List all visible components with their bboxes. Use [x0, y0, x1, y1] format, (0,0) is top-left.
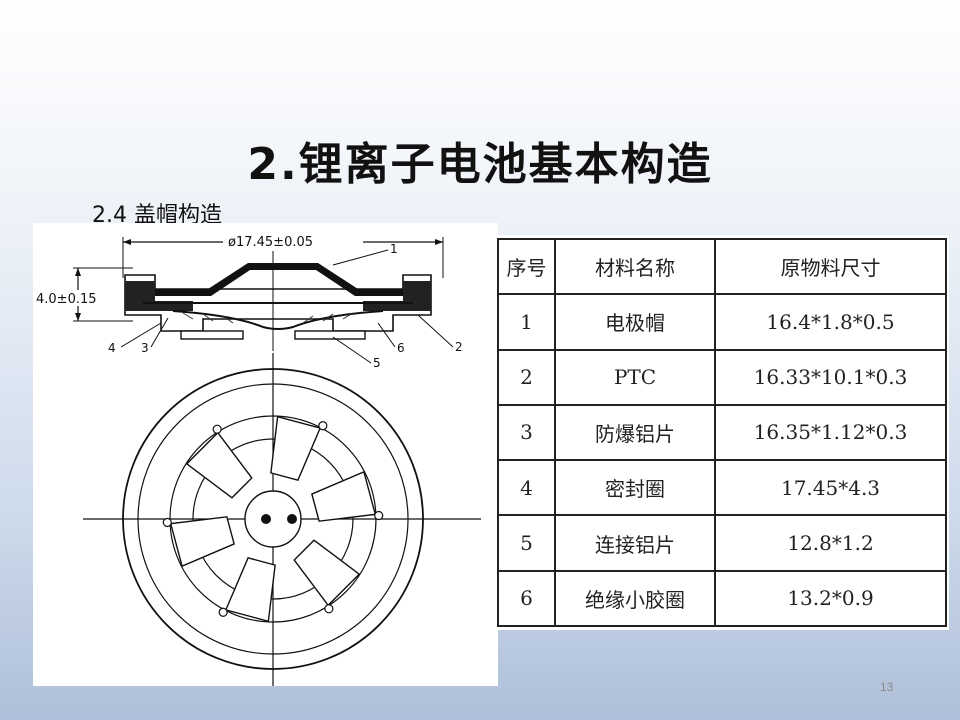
center-boss-circle	[244, 490, 302, 548]
table-row: 3 防爆铝片 16.35*1.12*0.3	[497, 403, 947, 462]
row-size: 17.45*4.3	[714, 459, 947, 517]
callout-5-leader	[332, 336, 372, 364]
header-material-name: 材料名称	[554, 237, 716, 296]
diameter-label: ø17.45±0.05	[228, 235, 313, 250]
vent-windows	[162, 415, 384, 623]
callout-6: 6	[397, 341, 405, 355]
callout-2: 2	[455, 340, 463, 354]
callout-4: 4	[108, 341, 116, 355]
connect-plate-right	[294, 330, 366, 340]
callout-6-leader	[377, 322, 396, 348]
height-arrow-bottom	[75, 313, 81, 321]
vent-hole-4	[218, 607, 228, 617]
connect-plate-left	[180, 330, 244, 340]
vent-window-2	[311, 470, 377, 522]
electrode-cap-profile	[155, 263, 403, 296]
row-size: 16.4*1.8*0.5	[714, 293, 947, 351]
row-material: 绝缘小胶圈	[554, 569, 716, 628]
callout-5: 5	[373, 356, 381, 370]
row-material: PTC	[554, 348, 716, 406]
page-number: 13	[880, 680, 894, 694]
row-index: 5	[497, 514, 556, 572]
row-material: 密封圈	[554, 459, 716, 517]
table-header-row: 序号 材料名称 原物料尺寸	[497, 237, 947, 296]
row-material: 防爆铝片	[554, 403, 716, 462]
vent-hole-3	[324, 604, 334, 614]
vent-hole-1	[318, 421, 328, 431]
table-row: 6 绝缘小胶圈 13.2*0.9	[497, 569, 947, 628]
row-index: 4	[497, 459, 556, 517]
vent-inner-circle	[192, 438, 354, 600]
vent-window-5	[169, 516, 235, 568]
height-label-bg	[35, 290, 115, 306]
inner-rim-circle	[137, 383, 409, 655]
callout-1: 1	[390, 242, 398, 256]
cap-drawing-panel: ø17.45±0.05 4.0±0.15 1 2 3 4	[33, 223, 498, 686]
table-row: 5 连接铝片 12.8*1.2	[497, 514, 947, 572]
callout-3-leader	[150, 317, 169, 348]
vent-window-1	[270, 415, 322, 481]
row-index: 3	[497, 403, 556, 462]
vent-hole-2	[374, 510, 384, 521]
height-label: 4.0±0.15	[36, 292, 97, 307]
slide-title: 2.锂离子电池基本构造	[247, 139, 713, 190]
cap-technical-drawing: ø17.45±0.05 4.0±0.15 1 2 3 4	[35, 232, 481, 686]
row-material: 电极帽	[554, 293, 716, 351]
table-row: 4 密封圈 17.45*4.3	[497, 459, 947, 517]
vent-sheet	[172, 310, 384, 330]
row-material: 连接铝片	[554, 514, 716, 572]
row-index: 2	[497, 348, 556, 406]
callout-3: 3	[141, 341, 149, 355]
section-subtitle: 2.4 盖帽构造	[92, 203, 222, 223]
vent-sheet-hatch	[182, 312, 354, 324]
diameter-arrow-right	[435, 239, 443, 245]
row-size: 16.33*10.1*0.3	[714, 348, 947, 406]
height-arrow-top	[75, 268, 81, 276]
vent-hole-6	[212, 424, 222, 434]
vent-window-3	[293, 539, 361, 607]
row-index: 6	[497, 569, 556, 628]
row-size: 16.35*1.12*0.3	[714, 403, 947, 462]
table-row: 2 PTC 16.33*10.1*0.3	[497, 348, 947, 406]
vent-window-4	[224, 557, 276, 623]
diameter-arrow-left	[123, 239, 131, 245]
table-row: 1 电极帽 16.4*1.8*0.5	[497, 293, 947, 351]
header-index: 序号	[497, 237, 556, 296]
materials-table-panel: 序号 材料名称 原物料尺寸 1 电极帽 16.4*1.8*0.5 2 PTC 1…	[494, 235, 949, 630]
outer-rim-circle	[122, 368, 424, 670]
center-dot-left	[261, 514, 271, 524]
diameter-label-bg	[223, 232, 363, 248]
vent-window-6	[185, 431, 253, 499]
vent-hole-5	[162, 517, 172, 528]
row-size: 13.2*0.9	[714, 569, 947, 628]
callout-4-leader	[120, 322, 162, 348]
callout-2-leader	[417, 314, 454, 348]
row-size: 12.8*1.2	[714, 514, 947, 572]
row-index: 1	[497, 293, 556, 351]
materials-table: 序号 材料名称 原物料尺寸 1 电极帽 16.4*1.8*0.5 2 PTC 1…	[497, 237, 947, 628]
center-dot-right	[287, 514, 297, 524]
callout-1-leader	[332, 249, 389, 266]
header-raw-size: 原物料尺寸	[714, 237, 947, 296]
